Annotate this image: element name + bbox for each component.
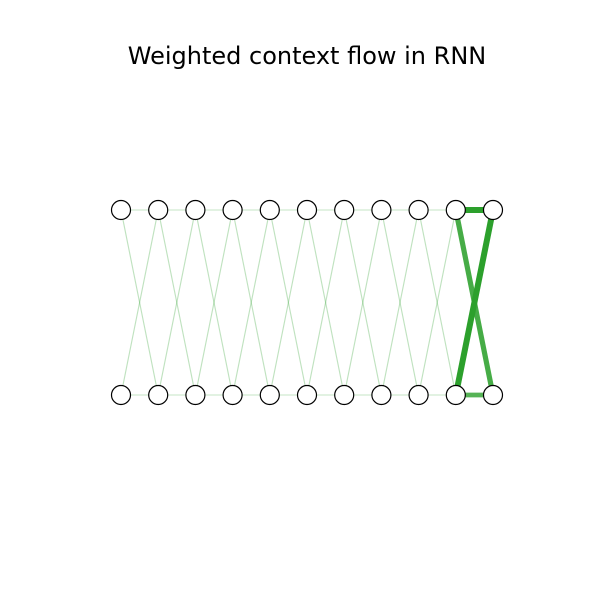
node-row0-col3	[222, 199, 243, 221]
node-row0-col0	[110, 199, 132, 221]
node-row0-col8	[408, 199, 429, 221]
nodes-layer	[110, 199, 504, 406]
edge-0-8-to-1-9	[418, 209, 457, 396]
edge-0-2-to-1-1	[157, 209, 196, 396]
edge-0-5-to-1-4	[269, 209, 308, 396]
edge-0-10-to-1-9	[452, 209, 496, 396]
node-row1-col2	[185, 384, 206, 406]
node-row0-col5	[296, 199, 318, 221]
node-row1-col3	[222, 384, 243, 406]
node-row1-col10	[482, 384, 504, 406]
edge-0-5-to-1-6	[306, 209, 345, 396]
edge-0-7-to-1-8	[380, 209, 420, 396]
node-row0-col2	[185, 199, 206, 221]
node-row0-col10	[482, 199, 504, 221]
edge-0-8-to-1-7	[380, 209, 420, 396]
node-row1-col8	[408, 384, 429, 406]
edge-0-9-to-1-8	[418, 209, 457, 396]
node-row1-col5	[296, 384, 318, 406]
edge-0-4-to-1-5	[269, 209, 308, 396]
edge-0-3-to-1-2	[194, 209, 234, 396]
edges-layer	[120, 207, 496, 398]
edge-0-3-to-1-4	[232, 209, 271, 396]
node-row1-col0	[110, 384, 132, 406]
edge-0-1-to-1-0	[120, 209, 159, 396]
edge-0-6-to-1-7	[343, 209, 382, 396]
edge-0-6-to-1-5	[306, 209, 345, 396]
node-row0-col4	[259, 199, 280, 221]
node-row1-col1	[148, 384, 169, 406]
node-row0-col9	[445, 199, 466, 221]
node-row1-col7	[371, 384, 392, 406]
edge-0-4-to-1-3	[232, 209, 271, 396]
edge-0-1-to-1-2	[157, 209, 196, 396]
node-row1-col9	[445, 384, 466, 406]
node-row1-col6	[334, 384, 355, 406]
node-row1-col4	[259, 384, 280, 406]
edge-0-7-to-1-6	[343, 209, 382, 396]
edge-0-2-to-1-3	[194, 209, 234, 396]
node-row0-col1	[148, 199, 169, 221]
node-row0-col7	[371, 199, 392, 221]
edge-0-0-to-1-1	[120, 209, 159, 396]
node-row0-col6	[334, 199, 355, 221]
diagram-title: Weighted context flow in RNN	[127, 42, 487, 70]
